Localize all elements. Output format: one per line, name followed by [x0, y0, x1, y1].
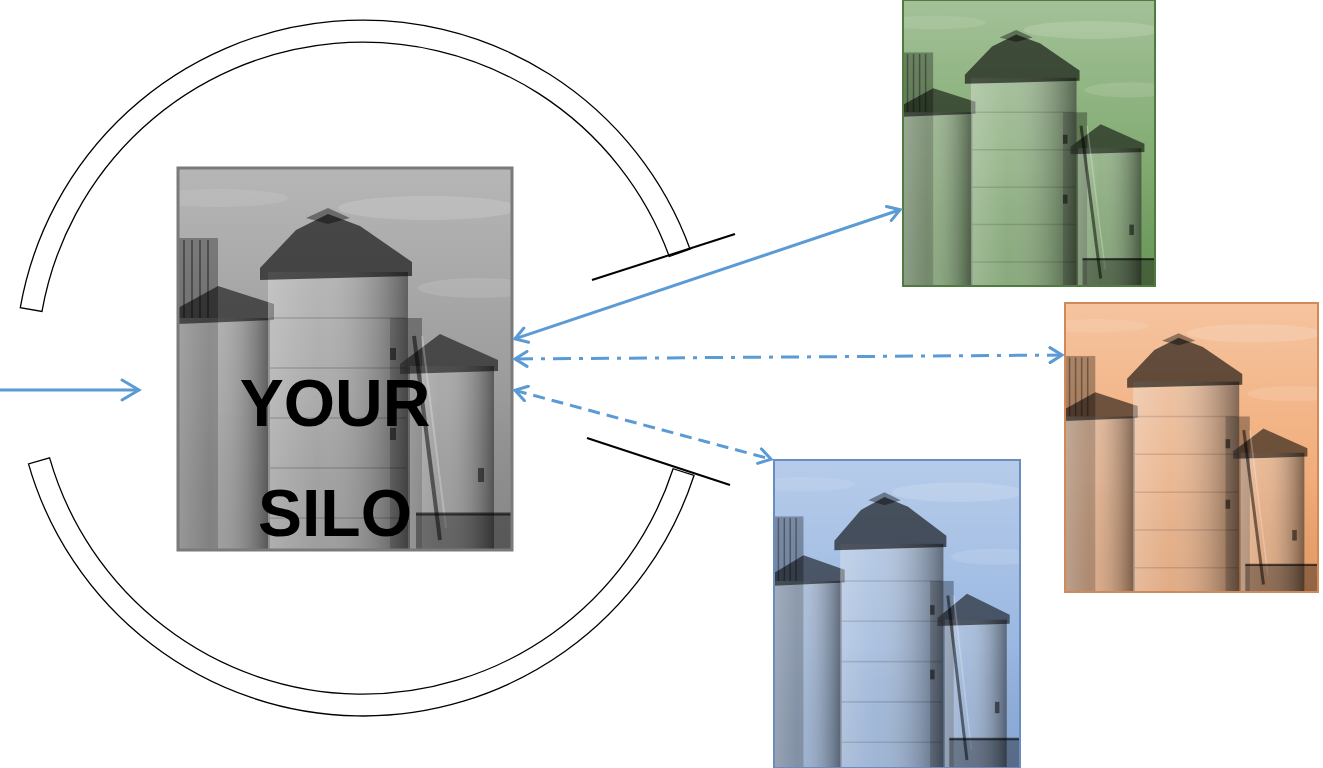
incoming-arrow: [0, 380, 139, 400]
silo-photo: [1042, 303, 1323, 592]
double-arrow: [515, 355, 1062, 359]
double-arrow: [515, 210, 900, 339]
silo-photo: [880, 0, 1174, 286]
silo-photo: [752, 460, 1039, 768]
photo-node: [774, 460, 1020, 768]
node-label: YOUR SILO: [225, 348, 445, 568]
photo-node: [903, 0, 1155, 286]
gate-line: [592, 234, 735, 280]
double-arrow: [515, 390, 771, 459]
photo-node: YOUR SILO: [178, 168, 512, 550]
photo-node: [1065, 303, 1318, 592]
gate-line: [587, 438, 730, 485]
